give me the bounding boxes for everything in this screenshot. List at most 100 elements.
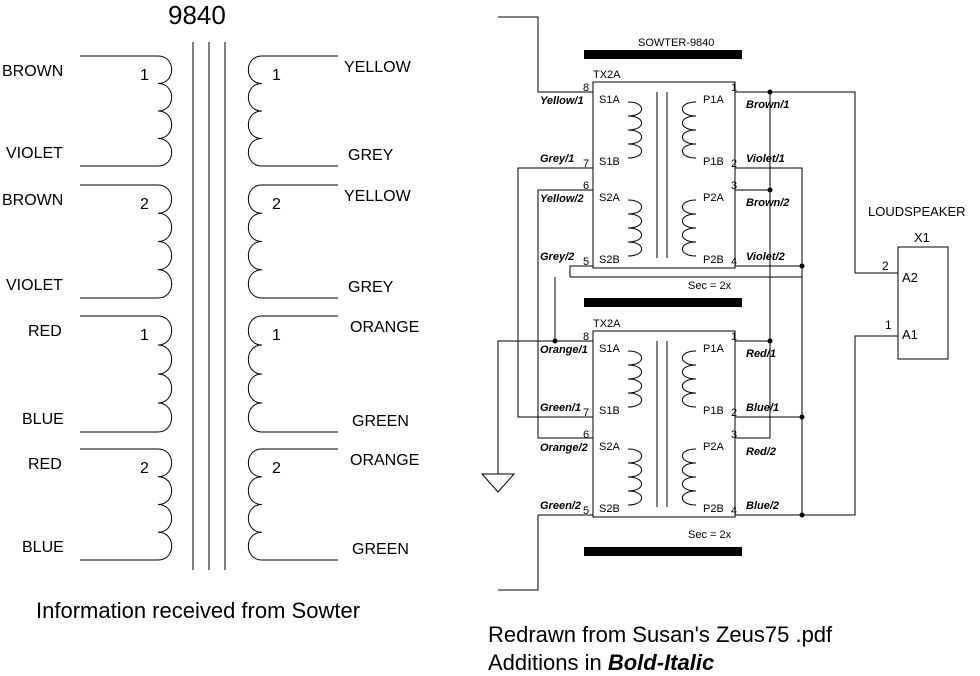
lead-color-left: Grey/2	[540, 251, 574, 263]
left-primary-winding	[80, 184, 172, 299]
secondary-color-b: GREY	[348, 147, 394, 164]
secondary-number: 2	[272, 460, 281, 477]
lead-color-right: Violet/2	[746, 251, 785, 263]
pin-number-left: 6	[583, 180, 589, 192]
speaker-pin-num-2: 2	[882, 259, 889, 273]
core-bar-bottom	[584, 547, 742, 556]
pin-number-right: 1	[731, 331, 737, 343]
secondary-color-a: YELLOW	[344, 59, 412, 76]
speaker-pin-a1: A1	[902, 327, 918, 342]
secondary-pin-label: S2B	[599, 503, 620, 515]
pin-number-left: 5	[583, 505, 589, 517]
sec-note: Sec = 2x	[688, 280, 732, 292]
secondary-color-b: GREEN	[352, 413, 409, 430]
left-windings	[80, 55, 338, 561]
secondary-number: 1	[272, 67, 281, 84]
transformer-label: TX2A	[593, 318, 621, 330]
right-caption-line2: Additions in Bold-Italic	[488, 650, 714, 676]
speaker-pin-num-1: 1	[885, 318, 892, 332]
pin-number-right: 1	[731, 82, 737, 94]
left-primary-winding	[80, 55, 173, 167]
pin-number-left: 7	[583, 158, 589, 170]
lead-color-left: Grey/1	[540, 153, 574, 165]
pin-number-right: 4	[731, 505, 737, 517]
pin-number-right: 2	[731, 407, 737, 419]
lead-color-right: Brown/1	[746, 99, 789, 111]
lead-color-left: Orange/1	[540, 344, 588, 356]
primary-pin-label: P2B	[703, 254, 724, 266]
left-secondary-winding	[248, 315, 338, 433]
lead-color-right: Blue/1	[746, 402, 779, 414]
primary-color-b: VIOLET	[6, 145, 63, 162]
wiring	[480, 16, 898, 591]
lead-color-left: Orange/2	[540, 442, 588, 454]
caption-prefix: Additions in	[488, 650, 608, 675]
pin-number-right: 3	[731, 180, 737, 192]
core-bar-middle	[584, 298, 742, 307]
caption-bold: Bold-Italic	[607, 650, 715, 675]
primary-pin-label: P2A	[703, 441, 724, 453]
loudspeaker-ref: X1	[914, 230, 930, 245]
secondary-pin-label: S1A	[599, 94, 620, 106]
primary-pin-label: P2B	[703, 503, 724, 515]
primary-pin-label: P2A	[703, 192, 724, 204]
lead-color-left: Yellow/1	[540, 95, 584, 107]
left-primary-winding	[80, 315, 172, 433]
loudspeaker-label: LOUDSPEAKER	[868, 204, 966, 219]
secondary-pin-label: S1A	[599, 343, 620, 355]
secondary-color-b: GREY	[348, 279, 394, 296]
primary-color-a: RED	[28, 323, 62, 340]
transformer-box-icon	[592, 81, 736, 269]
pin-number-left: 5	[583, 256, 589, 268]
pin-number-right: 4	[731, 256, 737, 268]
left-core	[192, 42, 226, 570]
secondary-color-a: ORANGE	[350, 452, 419, 469]
lead-color-right: Violet/1	[746, 153, 785, 165]
left-primary-winding	[80, 448, 172, 561]
right-caption-line1: Redrawn from Susan's Zeus75 .pdf	[488, 622, 833, 647]
primary-color-a: BROWN	[2, 192, 63, 209]
pin-number-left: 8	[583, 82, 589, 94]
secondary-pin-label: S1B	[599, 405, 620, 417]
lead-color-left: Green/1	[540, 402, 581, 414]
sec-note: Sec = 2x	[688, 529, 732, 541]
primary-pin-label: P1A	[703, 343, 724, 355]
primary-pin-label: P1A	[703, 94, 724, 106]
lead-color-right: Blue/2	[746, 500, 779, 512]
pin-number-left: 6	[583, 429, 589, 441]
left-secondary-winding	[248, 184, 338, 299]
primary-color-a: BROWN	[2, 63, 63, 80]
secondary-color-b: GREEN	[352, 541, 409, 558]
core-bar-top	[584, 50, 742, 59]
lead-color-left: Green/2	[540, 500, 581, 512]
secondary-number: 1	[272, 327, 281, 344]
primary-number: 2	[140, 460, 149, 477]
pin-number-left: 8	[583, 331, 589, 343]
primary-color-b: VIOLET	[6, 277, 63, 294]
pin-number-left: 7	[583, 407, 589, 419]
secondary-number: 2	[272, 196, 281, 213]
secondary-color-a: ORANGE	[350, 319, 419, 336]
pin-number-right: 2	[731, 158, 737, 170]
speaker-pin-a2: A2	[902, 270, 918, 285]
loudspeaker: LOUDSPEAKER X1 A2 A1 2 1	[868, 204, 966, 360]
primary-pin-label: P1B	[703, 405, 724, 417]
ground-icon	[480, 473, 516, 493]
left-secondary-winding	[248, 448, 338, 561]
transformer-label: TX2A	[593, 69, 621, 81]
left-secondary-winding	[247, 55, 338, 167]
primary-number: 2	[140, 196, 149, 213]
secondary-pin-label: S2A	[599, 192, 620, 204]
lead-color-right: Red/2	[746, 446, 776, 458]
primary-pin-label: P1B	[703, 156, 724, 168]
secondary-pin-label: S1B	[599, 156, 620, 168]
left-diagram-title: 9840	[168, 0, 226, 30]
secondary-pin-label: S2A	[599, 441, 620, 453]
primary-color-b: BLUE	[22, 411, 64, 428]
primary-color-b: BLUE	[22, 539, 64, 556]
secondary-color-a: YELLOW	[344, 188, 412, 205]
